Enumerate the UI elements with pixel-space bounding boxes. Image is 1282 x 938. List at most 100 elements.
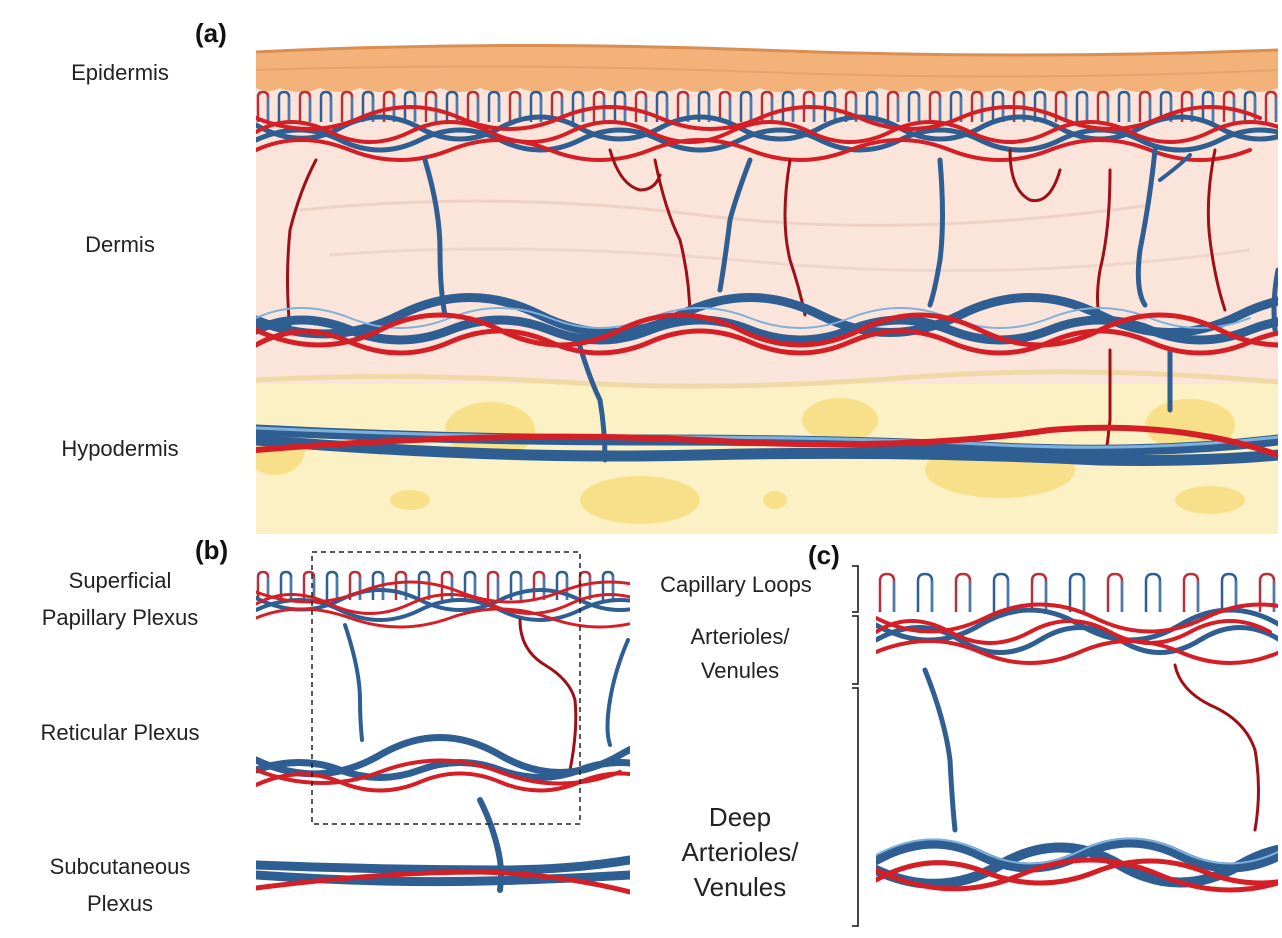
reticular-plexus-b (256, 734, 630, 793)
capillary-loop (916, 572, 934, 612)
panel-c-tag: (c) (808, 540, 840, 570)
capillary-loop (325, 570, 339, 600)
capillary-loop (256, 90, 270, 122)
capillary-loop (1012, 90, 1026, 122)
capillary-loop (466, 90, 480, 122)
capillary-loop (371, 570, 385, 600)
capillary-loops-a (256, 90, 1278, 122)
panel-a-tag: (a) (195, 18, 227, 48)
capillary-loop (509, 570, 523, 600)
subcutaneous-plexus-b (256, 855, 630, 895)
label-superficial-line2: Papillary Plexus (41, 605, 199, 631)
capillary-loop (954, 572, 972, 612)
capillary-loop (424, 90, 438, 122)
capillary-loop (739, 90, 753, 122)
label-deep-line3: Venules (693, 872, 787, 903)
epidermis-surface (256, 44, 1278, 57)
capillary-loop (1182, 572, 1200, 612)
capillary-loop (445, 90, 459, 122)
capillary-loop (697, 90, 711, 122)
capillary-loop (394, 570, 408, 600)
capillary-loop (571, 90, 585, 122)
capillary-loop (1180, 90, 1194, 122)
label-superficial-line1: Superficial (68, 568, 172, 593)
dermis-fiber (329, 247, 1251, 273)
capillary-loop (601, 570, 615, 600)
capillary-loop (823, 90, 837, 122)
capillary-loop (676, 90, 690, 122)
fat-lobule (580, 476, 700, 524)
label-deep-line2: Arterioles/ (681, 837, 799, 868)
capillary-loops-b (256, 570, 615, 600)
capillary-loop (928, 90, 942, 122)
label-epidermis: Epidermis (71, 60, 169, 85)
capillary-loop (1144, 572, 1162, 612)
capillary-loop (319, 90, 333, 122)
bracket-group (852, 565, 859, 927)
capillary-loop (949, 90, 963, 122)
label-arterioles-line1: Arterioles/ (690, 624, 790, 649)
capillary-loop (1220, 572, 1238, 612)
bracket-capillary-loops (852, 565, 859, 613)
capillary-loop (298, 90, 312, 122)
capillary-loop (382, 90, 396, 122)
capillary-loops-c (878, 572, 1276, 612)
subcutaneous-plexus-a (256, 424, 1278, 466)
bracket-deep-arterioles (852, 687, 859, 927)
capillary-loop (361, 90, 375, 122)
superficial-plexus-a (256, 105, 1278, 162)
capillary-loop (1201, 90, 1215, 122)
label-reticular-plexus: Reticular Plexus (0, 714, 240, 751)
capillary-loop (613, 90, 627, 122)
capillary-loop (592, 90, 606, 122)
panel-c (876, 572, 1278, 893)
capillary-loop (844, 90, 858, 122)
capillary-loop (1068, 572, 1086, 612)
capillary-loop (1117, 90, 1131, 122)
capillary-loop (417, 570, 431, 600)
capillary-loop (1243, 90, 1257, 122)
dermis-hypodermis-boundary (256, 369, 1278, 389)
capillary-loop (886, 90, 900, 122)
panel-a (256, 44, 1278, 534)
epidermis-stratum (256, 65, 1278, 78)
capillary-loop (440, 570, 454, 600)
capillary-loop (279, 570, 293, 600)
capillary-loop (1138, 90, 1152, 122)
label-subcutaneous-line2: Plexus (86, 891, 154, 917)
capillary-loop (655, 90, 669, 122)
fat-lobule (763, 491, 787, 509)
panel-b-tag: (b) (195, 535, 229, 565)
capillary-loop (529, 90, 543, 122)
label-superficial-papillary-plexus: Superficial Papillary Plexus (0, 562, 240, 637)
label-arterioles-venules: Arterioles/ Venules (640, 620, 840, 688)
epidermis-layer (256, 45, 1278, 92)
reticular-plexus-c (876, 837, 1278, 893)
capillary-loop (781, 90, 795, 122)
capillary-loop (1258, 572, 1276, 612)
superficial-plexus-b (256, 580, 630, 629)
label-subcutaneous-line1: Subcutaneous (49, 854, 191, 879)
capillary-loop (865, 90, 879, 122)
label-dermis: Dermis (85, 232, 155, 257)
bracket-arterioles (852, 615, 859, 685)
reticular-plexus-a (256, 293, 1278, 356)
capillary-loop (1054, 90, 1068, 122)
fat-lobule (390, 490, 430, 510)
capillary-loop (256, 570, 270, 600)
capillary-loop (403, 90, 417, 122)
capillary-loop (302, 570, 316, 600)
label-deep-arterioles-venules: Deep Arterioles/ Venules (640, 800, 840, 905)
capillary-loop (970, 90, 984, 122)
capillary-loop (1264, 90, 1278, 122)
label-deep-line1: Deep (708, 802, 772, 832)
label-arterioles-line2: Venules (700, 658, 780, 684)
capillary-loop (760, 90, 774, 122)
capillary-loop (634, 90, 648, 122)
capillary-loop (1030, 572, 1048, 612)
capillary-loop (991, 90, 1005, 122)
capillary-loop (1033, 90, 1047, 122)
capillary-loop (907, 90, 921, 122)
capillary-loop (532, 570, 546, 600)
